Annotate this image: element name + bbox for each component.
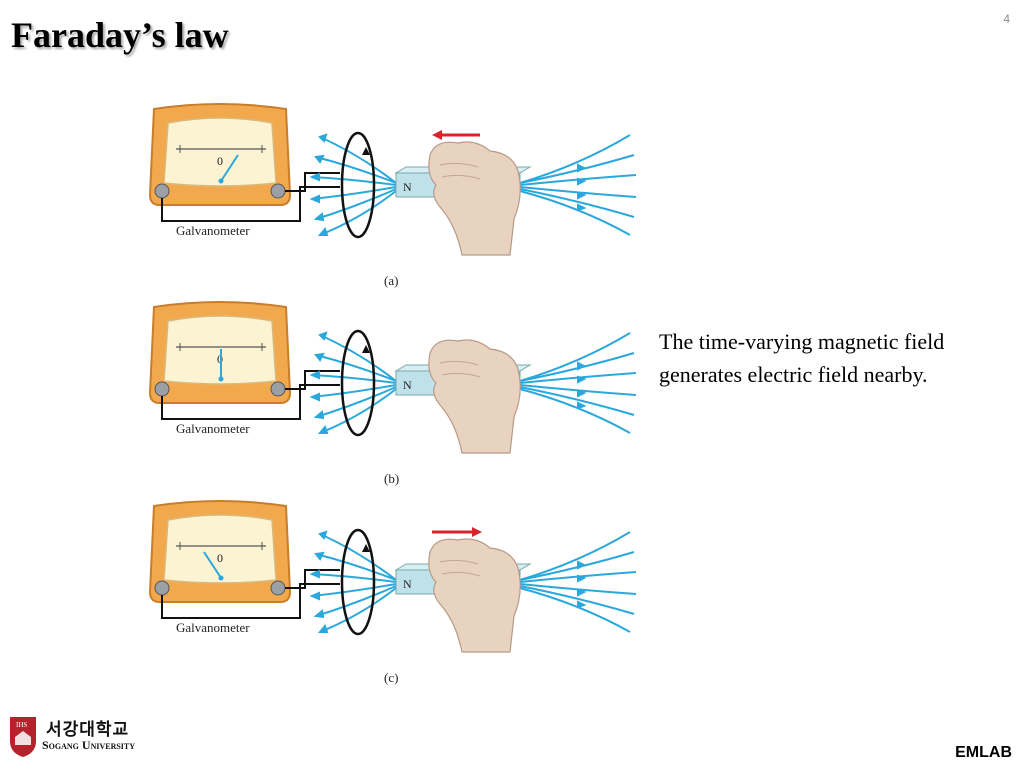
coil-loop (340, 329, 376, 437)
field-lines-right (519, 134, 637, 236)
coil-loop (340, 528, 376, 636)
galvanometer: 0 (148, 103, 292, 206)
field-lines-left (309, 530, 397, 633)
north-pole-label: N (403, 180, 412, 194)
figure-caption: (c) (384, 670, 398, 685)
figure-svg: 0 Galvanometer N S (b) (148, 301, 637, 486)
galvanometer-label: Galvanometer (176, 223, 250, 238)
scale-zero-label: 0 (217, 154, 223, 168)
north-pole-label: N (403, 378, 412, 392)
body-text: The time-varying magnetic field generate… (659, 329, 945, 387)
galvanometer-label: Galvanometer (176, 620, 250, 635)
shield-text: IHS (16, 721, 27, 729)
shield-icon: IHS (10, 717, 36, 757)
logo-english-text: Sogang University (42, 738, 136, 752)
page-number: 4 (1003, 12, 1010, 26)
galvanometer: 0 (148, 500, 292, 603)
meter-needle (203, 551, 222, 579)
field-lines-left (309, 331, 397, 434)
figure-b: 0 Galvanometer N S (b) (140, 293, 640, 493)
galvanometer: 0 (148, 301, 292, 404)
figure-caption: (a) (384, 273, 398, 288)
field-lines-right (519, 332, 637, 434)
coil-loop (340, 131, 376, 239)
field-lines-right (519, 531, 637, 633)
meter-needle (220, 154, 239, 182)
slide-title: Faraday’s law (11, 15, 229, 55)
motion-arrow-head (472, 527, 482, 537)
galvanometer-label: Galvanometer (176, 421, 250, 436)
motion-arrow (432, 527, 482, 537)
university-logo: IHS 서강대학교 Sogang University (8, 713, 158, 761)
motion-arrow (432, 130, 480, 140)
north-pole-label: N (403, 577, 412, 591)
field-lines-left (309, 133, 397, 236)
figure-svg: 0 Galvanometer N S (a) (148, 103, 637, 288)
scale-zero-label: 0 (217, 551, 223, 565)
figure-svg: 0 Galvanometer N S (c) (148, 500, 637, 685)
logo-korean-text: 서강대학교 (46, 720, 130, 740)
footer-label: EMLAB (955, 744, 1012, 761)
figure-a: 0 Galvanometer N S (a) (140, 95, 640, 295)
hand (428, 339, 521, 454)
motion-arrow-head (432, 130, 442, 140)
figure-caption: (b) (384, 471, 399, 486)
hand (428, 538, 521, 653)
hand (428, 141, 521, 256)
figure-c: 0 Galvanometer N S (c) (140, 492, 640, 692)
